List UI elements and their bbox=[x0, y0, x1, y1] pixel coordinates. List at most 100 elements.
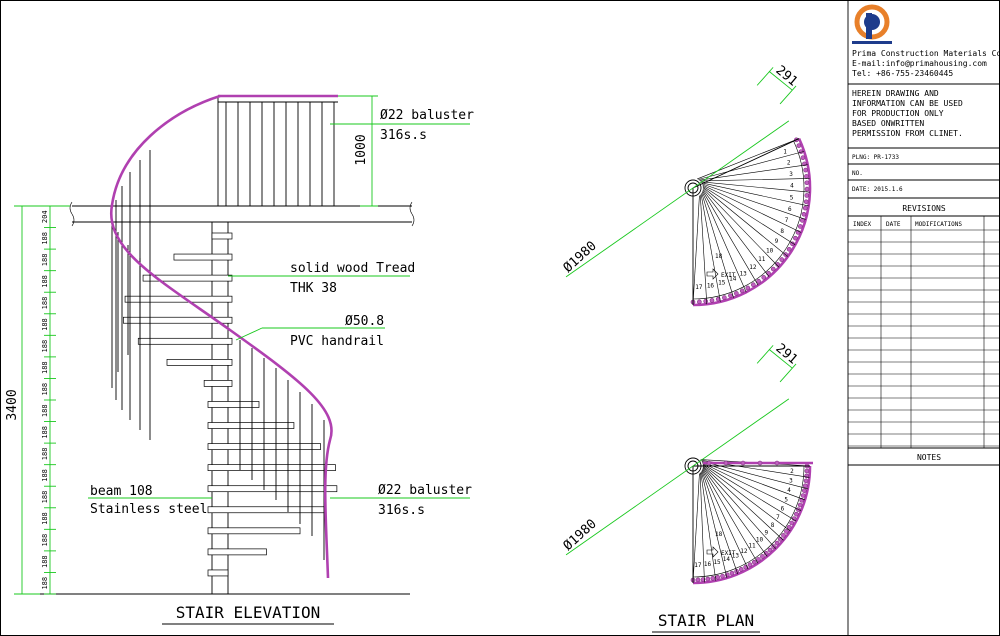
label-beam: beam 108 Stainless steel bbox=[88, 484, 212, 517]
exit-arrow-icon bbox=[706, 268, 719, 280]
plan-tread-edge bbox=[702, 184, 802, 233]
plan-baluster bbox=[802, 205, 808, 211]
riser-dim-label: 188 bbox=[41, 340, 49, 353]
elevation-tread bbox=[123, 316, 233, 324]
plan-baluster bbox=[801, 211, 807, 217]
plan-tread-edge bbox=[700, 472, 717, 581]
plan-tread-edge bbox=[700, 181, 810, 193]
plan-baluster bbox=[756, 278, 761, 284]
plan-baluster bbox=[751, 559, 757, 565]
elevation-tread bbox=[207, 422, 295, 429]
plan-step-number: 13 bbox=[740, 270, 748, 277]
slab-break-left bbox=[69, 201, 75, 227]
plan-baluster bbox=[803, 167, 808, 173]
plan-tread-dim-label: 291 bbox=[773, 341, 801, 368]
plan-tread-edge bbox=[701, 460, 808, 490]
riser-dim-label: 188 bbox=[41, 577, 49, 590]
plan-baluster bbox=[774, 460, 780, 466]
plan-diameter-line bbox=[565, 398, 790, 556]
plan-tread-edge bbox=[700, 178, 810, 182]
plan-step-number: 11 bbox=[748, 543, 756, 550]
company-tel: Tel: +86-755-23460445 bbox=[852, 69, 953, 78]
plan-baluster bbox=[800, 493, 806, 498]
riser-dim-label: 188 bbox=[41, 383, 49, 396]
exit-arrow-icon bbox=[706, 546, 719, 558]
svg-text:HEREIN DRAWING AND: HEREIN DRAWING AND bbox=[852, 89, 939, 98]
plan-baluster bbox=[700, 577, 706, 582]
plan-baluster bbox=[800, 155, 806, 160]
riser-dim-label: 188 bbox=[41, 361, 49, 374]
riser-dim-label: 188 bbox=[41, 404, 49, 417]
plan-tread-edge bbox=[699, 194, 708, 305]
label-baluster-bottom: Ø22 baluster 316s.s bbox=[330, 483, 472, 518]
plan-step-number: 8 bbox=[771, 522, 775, 529]
plan-baluster bbox=[770, 266, 776, 272]
plan-step-number: 2 bbox=[790, 468, 794, 475]
plan-baluster bbox=[781, 533, 786, 538]
plan-step-number: 10 bbox=[766, 248, 774, 255]
elevation-tread bbox=[124, 295, 233, 303]
elevation-tread bbox=[173, 253, 233, 261]
elevation-title: STAIR ELEVATION bbox=[176, 603, 321, 622]
plan-tread-edge bbox=[701, 182, 809, 207]
plan-baluster bbox=[747, 562, 753, 568]
plan-step-number: 6 bbox=[781, 505, 785, 512]
svg-text:PERMISSION FROM CLINET.: PERMISSION FROM CLINET. bbox=[852, 129, 963, 138]
plan-handrail-arc bbox=[692, 138, 812, 307]
plan-baluster bbox=[709, 298, 715, 303]
plan-baluster bbox=[722, 295, 727, 300]
svg-text:Ø50.8: Ø50.8 bbox=[345, 314, 384, 329]
elevation-tread bbox=[207, 464, 336, 471]
plan-baluster bbox=[803, 199, 809, 205]
title-block: Prima Construction Materials Co.,Ltd E-m… bbox=[848, 4, 1000, 466]
handrail-curve bbox=[109, 94, 333, 579]
plan-baluster bbox=[784, 529, 789, 534]
date-field: DATE: 2015.1.6 bbox=[852, 186, 903, 193]
svg-text:316s.s: 316s.s bbox=[378, 503, 425, 518]
plan-tread-edge bbox=[702, 188, 780, 268]
plan-baluster bbox=[789, 520, 795, 526]
plan-baluster bbox=[757, 460, 763, 466]
plan-landing-number: 18 bbox=[715, 253, 723, 260]
plan-tread-edge bbox=[697, 138, 800, 180]
plan-baluster bbox=[775, 262, 780, 267]
riser-dim-label: 188 bbox=[41, 275, 49, 288]
plan-baluster bbox=[774, 540, 780, 546]
no-field: NO. bbox=[852, 170, 863, 177]
riser-dim-label: 188 bbox=[41, 512, 49, 525]
notes-title: NOTES bbox=[917, 453, 941, 462]
plan-tread-edge bbox=[702, 464, 791, 532]
plan-step-number: 4 bbox=[787, 487, 791, 494]
plan-tread-edge bbox=[702, 185, 796, 246]
svg-text:Stainless steel: Stainless steel bbox=[90, 502, 207, 517]
plan-tread-edge bbox=[702, 468, 759, 564]
rail-height-dimension: 1000 bbox=[338, 95, 378, 207]
plan-step-number: 17 bbox=[694, 562, 702, 569]
plan-step-number: 12 bbox=[749, 264, 757, 271]
label-tread: solid wood Tread THK 38 bbox=[228, 261, 415, 296]
riser-dim-label: 188 bbox=[41, 318, 49, 331]
plan-tread-edge bbox=[701, 192, 734, 298]
plan-tread-edge bbox=[702, 462, 802, 512]
plan-tread-edge bbox=[702, 183, 806, 220]
elevation-tread bbox=[207, 548, 267, 556]
company-name: Prima Construction Materials Co.,Ltd bbox=[852, 49, 1000, 58]
plan-step-number: 16 bbox=[707, 282, 715, 289]
plan-tread-edge bbox=[701, 471, 728, 579]
svg-text:FOR PRODUCTION ONLY: FOR PRODUCTION ONLY bbox=[852, 109, 944, 118]
elevation-tread bbox=[166, 359, 233, 366]
plan-step-number: 9 bbox=[765, 529, 769, 536]
svg-text:PVC handrail: PVC handrail bbox=[290, 334, 384, 349]
plan-baluster bbox=[802, 483, 808, 489]
plan-baluster bbox=[695, 577, 701, 583]
plan-step-number: 16 bbox=[704, 561, 712, 568]
plan-title: STAIR PLAN bbox=[658, 611, 754, 630]
riser-dim-label: 188 bbox=[41, 254, 49, 267]
svg-text:Ø22 baluster: Ø22 baluster bbox=[378, 483, 472, 498]
plan-landing-number: 18 bbox=[715, 531, 723, 538]
plan-step-number: 9 bbox=[775, 238, 779, 245]
plan-step-number: 4 bbox=[790, 183, 794, 190]
plan-baluster bbox=[734, 291, 739, 296]
company-email: E-mail:info@primahousing.com bbox=[852, 59, 987, 68]
